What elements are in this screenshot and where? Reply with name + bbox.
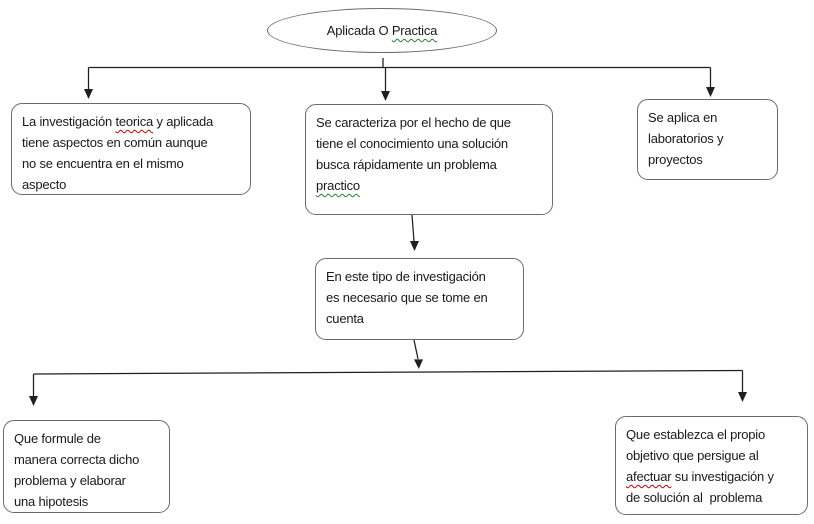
text-line: manera correcta dicho bbox=[14, 452, 140, 467]
text-segment: su investigación y bbox=[671, 469, 774, 484]
text-line: laboratorios y bbox=[648, 131, 724, 146]
node-que-formule[interactable]: Que formule de manera correcta dicho pro… bbox=[3, 420, 170, 513]
connector-bottom-bar bbox=[33, 369, 743, 375]
text-line: cuenta bbox=[326, 311, 364, 326]
text-line: practico bbox=[316, 175, 542, 196]
root-label-misspelled-word: Practica bbox=[391, 23, 438, 38]
text-line: aspecto bbox=[22, 177, 67, 192]
arrow-middle-to-bar bbox=[413, 339, 423, 369]
text-line: busca rápidamente un problema bbox=[316, 157, 497, 172]
text-line: La investigación teorica y aplicada bbox=[22, 111, 240, 132]
text-line: Se aplica en bbox=[648, 110, 718, 125]
text-line: de solución al problema bbox=[626, 490, 763, 505]
root-label: Aplicada O bbox=[326, 23, 392, 38]
arrow-down-bottom-left bbox=[29, 374, 38, 406]
text-line: Que establezca el propio bbox=[626, 427, 766, 442]
text-line: tiene el conocimiento una solución bbox=[316, 136, 508, 151]
arrow-center-to-middle bbox=[410, 214, 419, 251]
misspelled-word: practico bbox=[316, 178, 360, 193]
text-segment: La investigación bbox=[22, 114, 116, 129]
node-en-este-tipo-de-investigacion[interactable]: En este tipo de investigación es necesar… bbox=[315, 258, 524, 340]
text-line: Se caracteriza por el hecho de que bbox=[316, 115, 511, 130]
text-line: afectuar su investigación y bbox=[626, 466, 797, 487]
misspelled-word: afectuar bbox=[626, 469, 672, 484]
node-aplicada-o-practica[interactable]: Aplicada O Practica bbox=[267, 8, 497, 53]
arrow-down-bottom-right bbox=[738, 370, 747, 402]
text-line: una hipotesis bbox=[14, 494, 89, 509]
text-line: Que formule de bbox=[14, 431, 101, 446]
text-line: objetivo que persigue al bbox=[626, 448, 759, 463]
text-line: es necesario que se tome en bbox=[326, 290, 488, 305]
text-line: En este tipo de investigación bbox=[326, 269, 486, 284]
node-se-caracteriza[interactable]: Se caracteriza por el hecho de que tiene… bbox=[305, 104, 553, 215]
text-line: proyectos bbox=[648, 152, 703, 167]
node-se-aplica-en-laboratorios[interactable]: Se aplica en laboratorios y proyectos bbox=[637, 99, 778, 180]
text-line: problema y elaborar bbox=[14, 473, 126, 488]
text-line: tiene aspectos en común aunque bbox=[22, 135, 208, 150]
text-segment: y aplicada bbox=[153, 114, 214, 129]
text-line: no se encuentra en el mismo bbox=[22, 156, 184, 171]
node-investigacion-teorica[interactable]: La investigación teorica y aplicada tien… bbox=[11, 103, 251, 195]
arrow-down-left bbox=[84, 67, 93, 99]
node-que-establezca[interactable]: Que establezca el propio objetivo que pe… bbox=[615, 416, 808, 515]
misspelled-word: teorica bbox=[115, 114, 154, 129]
arrow-down-center bbox=[381, 67, 390, 101]
arrow-down-right bbox=[706, 67, 715, 97]
